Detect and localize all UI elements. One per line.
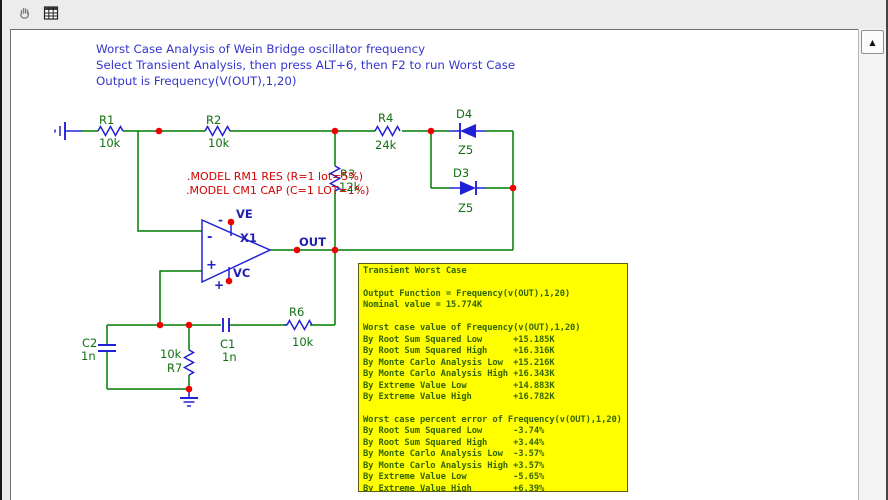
vertical-scrollbar[interactable]: ▲ [858,29,886,500]
r6-value-label: 10k [292,335,314,349]
diode-d3[interactable]: D3 Z5 [450,166,486,215]
r7-ref-label: R7 [167,361,182,375]
header-line-3: Output is Frequency(V(OUT),1,20) [96,74,296,88]
toolbar [2,0,886,29]
r4-ref-label: R4 [378,111,393,125]
ground-icon-left[interactable] [54,122,82,140]
d3-ref-label: D3 [453,166,469,180]
model-statement-1: .MODEL RM1 RES (R=1 lot=5%) [187,170,363,183]
junction-dots [155,127,517,393]
node-label-out: OUT [299,235,326,249]
pos-supply-sign: + [214,278,224,292]
scroll-up-arrow-icon: ▲ [869,37,876,47]
worst-case-results-text: Transient Worst Case Output Function = F… [363,266,622,492]
d4-value-label: Z5 [458,143,473,157]
d3-value-label: Z5 [458,201,473,215]
resistor-r7[interactable]: 10k R7 [160,347,196,376]
resistor-r2[interactable]: R2 10k [204,113,231,150]
opamp-inverting-sign: - [207,230,212,245]
model-statements[interactable]: .MODEL RM1 RES (R=1 lot=5%) .MODEL CM1 C… [186,170,369,197]
r7-value-label: 10k [160,347,182,361]
r6-ref-label: R6 [289,305,304,319]
neg-supply-sign: - [218,213,223,227]
schematic-canvas[interactable]: Worst Case Analysis of Wein Bridge oscil… [10,29,860,500]
c1-ref-label: C1 [220,337,235,351]
r2-ref-label: R2 [206,113,221,127]
r2-value-label: 10k [208,136,230,150]
table-tool-button[interactable] [40,4,62,26]
c1-value-label: 1n [222,350,237,364]
model-statement-2: .MODEL CM1 CAP (C=1 LOT=1%) [186,184,369,197]
scroll-up-button[interactable]: ▲ [861,30,884,54]
header-line-1: Worst Case Analysis of Wein Bridge oscil… [96,42,425,56]
table-grid-icon [43,5,59,25]
r1-value-label: 10k [99,136,121,150]
node-label-ve: VE [236,207,253,221]
capacitor-c2[interactable]: C2 1n [81,336,116,363]
hand-tool-button[interactable] [14,4,36,26]
resistor-r4[interactable]: R4 24k [374,111,401,152]
c2-value-label: 1n [81,349,96,363]
r4-value-label: 24k [375,138,397,152]
r3-ref-label: R3 [340,167,355,181]
r1-ref-label: R1 [99,113,114,127]
capacitor-c1[interactable]: C1 1n [220,318,237,364]
resistor-r6[interactable]: R6 10k [284,305,314,349]
header-line-2: Select Transient Analysis, then press AL… [96,58,515,72]
d4-ref-label: D4 [456,107,472,121]
schematic-title-text: Worst Case Analysis of Wein Bridge oscil… [96,42,515,88]
r3-value-label: 12k [339,180,361,194]
opamp-noninverting-sign: + [206,258,217,273]
opamp-ref-label: X1 [240,231,257,245]
resistor-r1[interactable]: R1 10k [97,113,124,150]
hand-icon [17,5,33,25]
opamp-x1[interactable]: - + X1 - + VE VC [201,207,272,292]
diode-d4[interactable]: D4 Z5 [450,107,486,157]
node-label-vc: VC [233,266,250,280]
c2-ref-label: C2 [82,336,97,350]
resistor-r3[interactable]: R3 12k [328,165,361,194]
schematic-svg: Worst Case Analysis of Wein Bridge oscil… [54,42,517,407]
worst-case-results-box[interactable]: Transient Worst Case Output Function = F… [358,263,628,492]
